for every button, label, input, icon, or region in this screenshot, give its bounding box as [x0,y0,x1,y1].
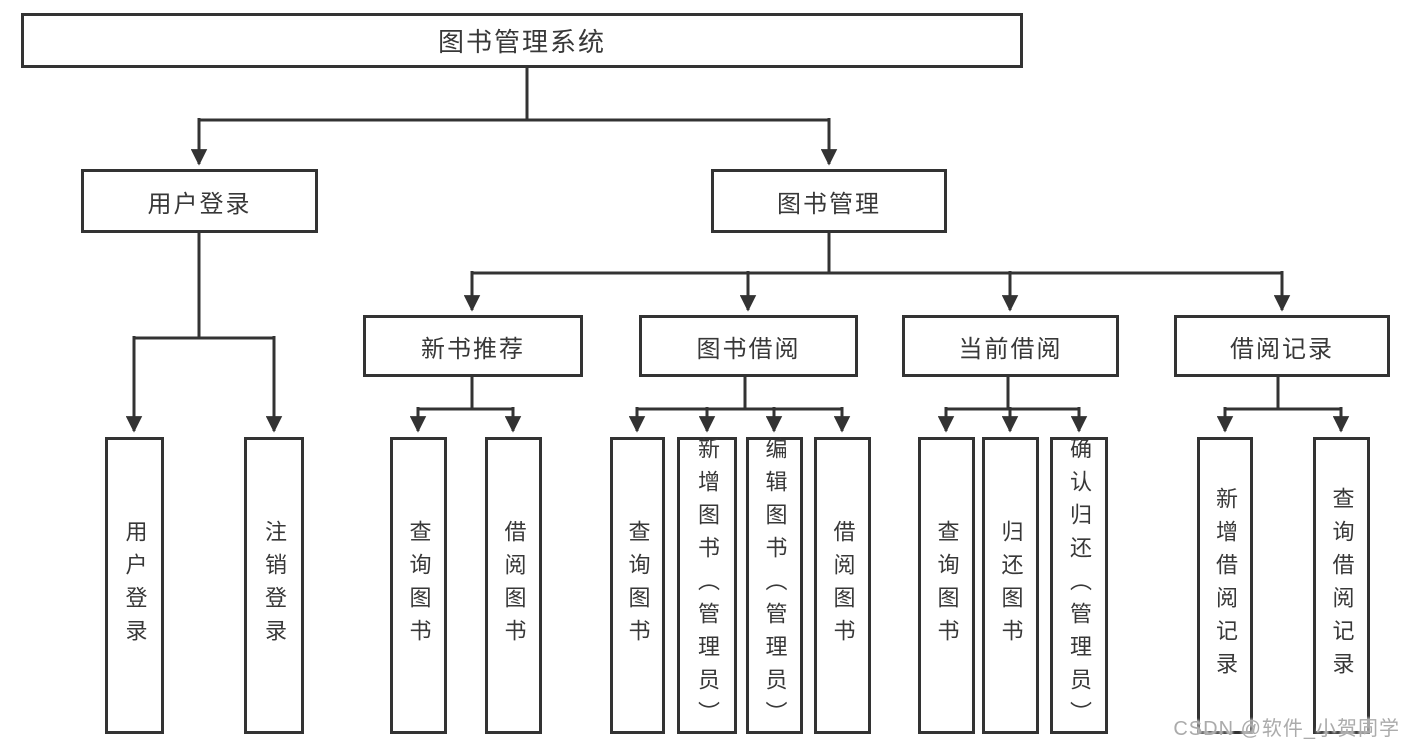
leaf-logout: 注销登录 [244,437,304,734]
node-book-management: 图书管理 [711,169,947,233]
node-new-book-recommend-label: 新书推荐 [421,335,525,363]
connector-new-book-recommend [409,377,522,433]
leaf-br-query-record: 查询借阅记录 [1313,437,1370,734]
connector-borrow-records [1216,377,1350,433]
node-book-borrow-label: 图书借阅 [696,335,801,363]
connector-root [190,68,838,166]
leaf-nb-query-books-label: 查询图书 [406,519,432,652]
leaf-bb-query-books: 查询图书 [610,437,665,734]
node-root: 图书管理系统 [21,13,1023,68]
connector-book-borrow [628,377,851,433]
node-root-label: 图书管理系统 [437,27,606,57]
connector-user-login [125,233,283,433]
leaf-cb-confirm-return-admin: 确认归还（管理员） [1050,437,1108,734]
leaf-bb-borrow-books-label: 借阅图书 [830,519,856,652]
leaf-logout-label: 注销登录 [262,519,287,652]
leaf-nb-query-books: 查询图书 [390,437,447,734]
leaf-cb-query-books: 查询图书 [918,437,975,734]
leaf-cb-confirm-return-admin-label: 确认归还（管理员） [1067,437,1092,734]
leaf-bb-edit-books-admin-label: 编辑图书（管理员） [762,437,788,734]
leaf-user-login: 用户登录 [105,437,164,734]
leaf-nb-borrow-books: 借阅图书 [485,437,542,734]
node-book-management-label: 图书管理 [777,190,881,218]
leaf-bb-query-books-label: 查询图书 [625,519,651,652]
node-borrow-records: 借阅记录 [1174,315,1390,377]
leaf-bb-borrow-books: 借阅图书 [814,437,871,734]
node-current-borrow: 当前借阅 [902,315,1119,377]
leaf-bb-add-books-admin: 新增图书（管理员） [677,437,737,734]
leaf-cb-return-books-label: 归还图书 [998,519,1024,652]
leaf-bb-edit-books-admin: 编辑图书（管理员） [746,437,803,734]
leaf-br-add-record: 新增借阅记录 [1197,437,1253,734]
connector-current-borrow [937,377,1088,433]
node-user-login-label: 用户登录 [147,190,252,218]
node-borrow-records-label: 借阅记录 [1230,335,1334,363]
leaf-br-add-record-label: 新增借阅记录 [1213,486,1238,685]
leaf-cb-return-books: 归还图书 [982,437,1039,734]
leaf-user-login-label: 用户登录 [122,519,148,652]
node-book-borrow: 图书借阅 [639,315,858,377]
connector-book-management [463,233,1291,312]
leaf-cb-query-books-label: 查询图书 [934,519,960,652]
node-current-borrow-label: 当前借阅 [958,335,1063,363]
node-new-book-recommend: 新书推荐 [363,315,583,377]
leaf-nb-borrow-books-label: 借阅图书 [501,519,527,652]
leaf-bb-add-books-admin-label: 新增图书（管理员） [695,437,720,734]
csdn-watermark: CSDN @软件_小贺同学 [1173,718,1400,740]
leaf-br-query-record-label: 查询借阅记录 [1329,486,1355,685]
node-user-login: 用户登录 [81,169,318,233]
